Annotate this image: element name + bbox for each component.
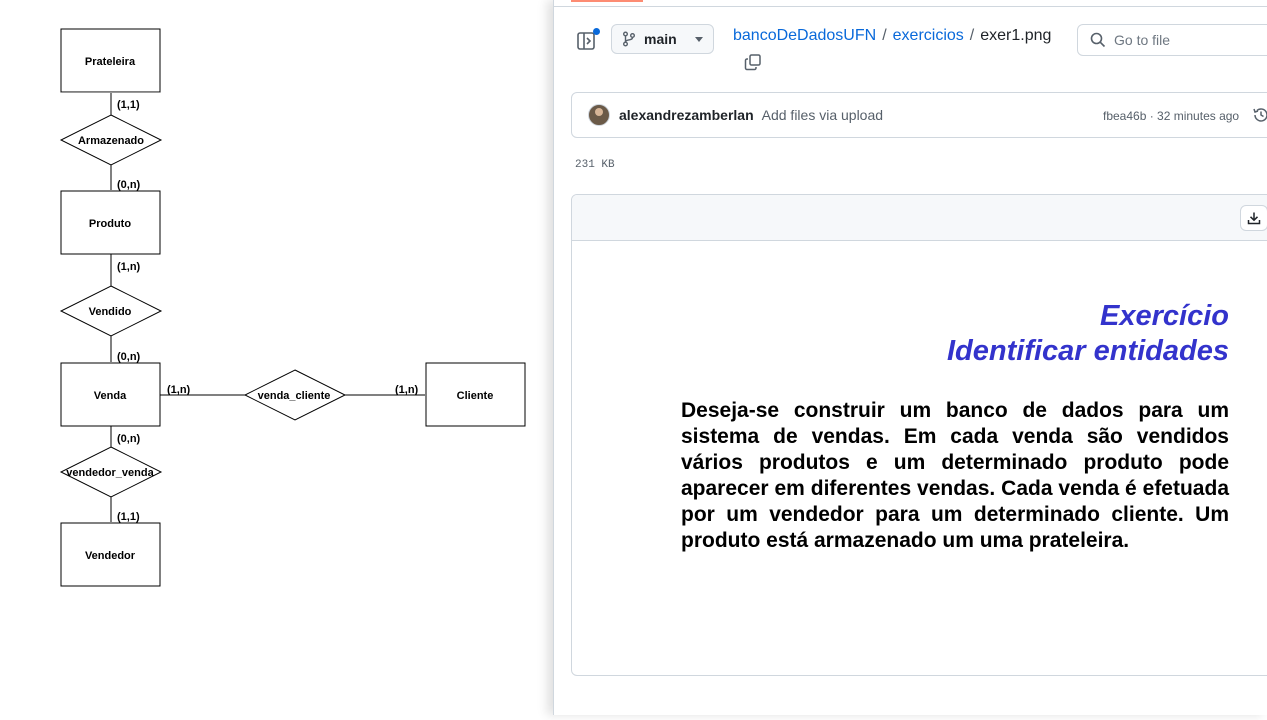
entity-prateleira: Prateleira: [60, 28, 161, 93]
search-icon: [1090, 32, 1106, 48]
slide-title-line2: Identificar entidades: [946, 335, 1229, 367]
branch-name: main: [644, 31, 677, 47]
connector-lines: [110, 92, 425, 522]
cardinality-venda-venda-cliente: (1,n): [167, 384, 191, 396]
er-diagram-canvas: Prateleira Produto Venda Vendedor Client…: [0, 0, 553, 715]
breadcrumb: bancoDeDadosUFN / exercicios / exer1.png: [733, 27, 1051, 45]
file-header: [572, 195, 1267, 241]
breadcrumb-separator: /: [969, 27, 975, 44]
entity-cliente: Cliente: [425, 362, 526, 427]
relationship-label-armazenado: Armazenado: [78, 135, 144, 147]
github-file-view: main bancoDeDadosUFN / exercicios / exer1.pn…: [553, 0, 1267, 715]
file-size: 231 KB: [575, 159, 615, 171]
sidepanel-icon[interactable]: [576, 28, 600, 52]
header-divider: [554, 6, 1267, 7]
relationship-label-vendido: Vendido: [89, 306, 132, 318]
search-input-placeholder: Go to file: [1114, 32, 1171, 48]
cardinality-vendedor-venda-vendedor: (1,1): [117, 511, 140, 523]
cardinality-produto-vendido: (1,n): [117, 261, 141, 273]
entity-venda: Venda: [60, 362, 161, 427]
file-preview-box: Exercício Identificar entidades Deseja-s…: [571, 194, 1267, 676]
history-icon[interactable]: [1252, 106, 1267, 124]
er-diagram: Prateleira Produto Venda Vendedor Client…: [59, 28, 526, 587]
relationship-label-venda-cliente: venda_cliente: [258, 390, 331, 402]
cardinality-venda-cliente-cliente: (1,n): [395, 384, 419, 396]
cardinality-prateleira-armazenado: (1,1): [117, 99, 140, 111]
image-slide-body: Deseja-se construir um banco de dados pa…: [681, 399, 1229, 552]
cardinality-venda-vendedor-venda: (0,n): [117, 433, 141, 445]
copy-icon[interactable]: [744, 53, 762, 71]
entity-label-venda: Venda: [94, 390, 127, 402]
breadcrumb-separator: /: [882, 27, 887, 44]
entity-label-vendedor: Vendedor: [85, 550, 136, 562]
relationship-label-vendedor-venda: vendedor_venda: [66, 467, 154, 479]
entity-label-prateleira: Prateleira: [85, 56, 136, 68]
commit-hash-and-time[interactable]: fbea46b · 32 minutes ago: [1103, 109, 1240, 123]
active-tab-underline: [571, 0, 643, 2]
branch-selector-button[interactable]: main: [611, 24, 714, 54]
latest-commit-bar: alexandrezamberlan Add files via upload …: [571, 92, 1267, 138]
relationship-vendedor-venda: vendedor_venda: [59, 446, 163, 498]
git-branch-icon: [623, 31, 635, 47]
commit-author-link[interactable]: alexandrezamberlan: [619, 107, 754, 123]
entity-vendedor: Vendedor: [60, 522, 161, 587]
breadcrumb-folder-link[interactable]: exercicios: [892, 27, 964, 44]
chevron-down-icon: [695, 36, 703, 42]
entity-produto: Produto: [60, 190, 161, 255]
avatar[interactable]: [588, 104, 610, 126]
cardinality-vendido-venda: (0,n): [117, 351, 141, 363]
relationship-vendido: Vendido: [59, 285, 163, 337]
cardinality-armazenado-produto: (0,n): [117, 179, 141, 191]
relationship-venda-cliente: venda_cliente: [243, 369, 347, 421]
commit-message-link[interactable]: Add files via upload: [761, 107, 884, 123]
go-to-file-search[interactable]: Go to file: [1077, 24, 1267, 56]
entity-label-cliente: Cliente: [457, 390, 494, 402]
relationship-armazenado: Armazenado: [59, 114, 163, 166]
breadcrumb-current-file: exer1.png: [980, 27, 1052, 44]
download-icon: [1247, 212, 1261, 225]
download-button[interactable]: [1240, 205, 1267, 231]
entity-label-produto: Produto: [89, 218, 131, 230]
slide-title-line1: Exercício: [1100, 300, 1229, 332]
image-slide-title: Exercício Identificar entidades: [632, 299, 1229, 369]
breadcrumb-repo-link[interactable]: bancoDeDadosUFN: [733, 27, 877, 44]
